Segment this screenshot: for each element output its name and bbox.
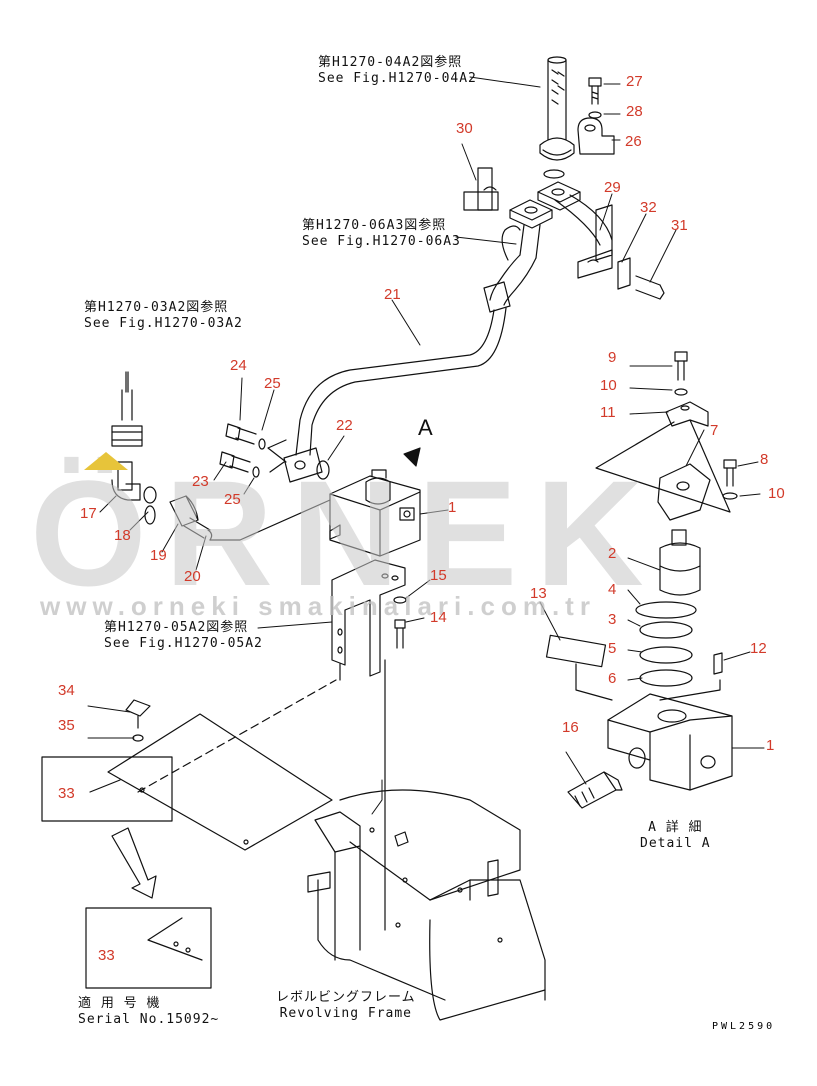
frame-caption-en: Revolving Frame xyxy=(279,1006,413,1021)
part-number-14: 14 xyxy=(430,609,447,626)
detail-a-caption-en: Detail A xyxy=(640,836,711,851)
part-number-7: 7 xyxy=(710,422,719,439)
part-number-33-serial: 33 xyxy=(98,947,115,964)
serial-caption-jp: 適 用 号 機 xyxy=(78,996,161,1011)
part-number-18: 18 xyxy=(114,527,131,544)
part-number-16: 16 xyxy=(562,719,579,736)
part-number-17: 17 xyxy=(80,505,97,522)
ref-fig-05a2-jp: 第H1270-05A2図参照 xyxy=(104,620,249,635)
ref-fig-06a3-jp: 第H1270-06A3図参照 xyxy=(302,218,447,233)
leader-lines xyxy=(87,76,765,815)
part-number-34: 34 xyxy=(58,682,75,699)
part-number-11: 11 xyxy=(600,404,616,421)
part-number-1-main: 1 xyxy=(448,499,457,516)
clamp-29-plate-32-bolt-31 xyxy=(577,204,665,300)
ref-fig-06a3: 第H1270-06A3図参照 See Fig.H1270-06A3 xyxy=(302,218,461,250)
ref-fig-05a2: 第H1270-05A2図参照 See Fig.H1270-05A2 xyxy=(104,620,263,652)
ref-fig-04a2-en: See Fig.H1270-04A2 xyxy=(318,71,477,86)
part-number-32: 32 xyxy=(640,199,657,216)
ref-fig-05a2-en: See Fig.H1270-05A2 xyxy=(104,636,263,651)
ref-fig-04a2: 第H1270-04A2図参照 See Fig.H1270-04A2 xyxy=(318,55,477,87)
bracket-14-15 xyxy=(331,559,407,931)
ref-fig-06a3-en: See Fig.H1270-06A3 xyxy=(302,234,461,249)
part-number-33-plate: 33 xyxy=(58,785,75,802)
part-number-25-lower: 25 xyxy=(224,491,241,508)
detail-a-caption: A 詳 細 Detail A xyxy=(640,820,711,852)
upper-pipe xyxy=(539,56,575,161)
part-number-27: 27 xyxy=(626,73,643,90)
part-number-29: 29 xyxy=(604,179,621,196)
part-number-22: 22 xyxy=(336,417,353,434)
part-number-28: 28 xyxy=(626,103,643,120)
pipe-end-flange xyxy=(283,447,330,483)
drawing-code: PWL2590 xyxy=(712,1021,776,1032)
part-number-3: 3 xyxy=(608,611,617,628)
part-number-5: 5 xyxy=(608,640,617,657)
fittings-17-to-20 xyxy=(111,371,331,541)
part-number-12: 12 xyxy=(750,640,767,657)
part-number-23: 23 xyxy=(192,473,209,490)
part-number-2: 2 xyxy=(608,545,617,562)
detail-a-caption-jp: A 詳 細 xyxy=(648,820,703,835)
clamp-plate-30 xyxy=(463,167,499,211)
ref-fig-04a2-jp: 第H1270-04A2図参照 xyxy=(318,55,463,70)
part-number-1-detail: 1 xyxy=(766,737,775,754)
part-number-8: 8 xyxy=(760,451,769,468)
watermark-logo: ÖRNEK xyxy=(30,449,662,617)
frame-caption: レボルビングフレーム Revolving Frame xyxy=(276,990,416,1022)
watermark-accent-icon xyxy=(84,452,128,470)
serial-caption: 適 用 号 機 Serial No.15092~ xyxy=(78,996,219,1028)
part-number-35: 35 xyxy=(58,717,75,734)
valve-block-1 xyxy=(329,447,421,557)
part-number-20: 20 xyxy=(184,568,201,585)
part-number-30: 30 xyxy=(456,120,473,137)
upper-flange-group xyxy=(509,169,613,259)
part-number-15: 15 xyxy=(430,567,447,584)
serial-caption-en: Serial No.15092~ xyxy=(78,1012,220,1027)
revolving-frame xyxy=(307,789,546,1021)
part-number-10-upper: 10 xyxy=(600,377,617,394)
part-number-4: 4 xyxy=(608,581,617,598)
bolt-27-washer-28-clamp-26 xyxy=(577,77,615,155)
bolts-23-24-washers-25 xyxy=(219,423,287,478)
part-number-26: 26 xyxy=(625,133,642,150)
watermark-url: www.orneki smakinalari.com.tr xyxy=(40,591,596,621)
part-number-19: 19 xyxy=(150,547,167,564)
ref-fig-03a2: 第H1270-03A2図参照 See Fig.H1270-03A2 xyxy=(84,300,243,332)
frame-caption-jp: レボルビングフレーム xyxy=(276,990,416,1005)
part-number-10-lower: 10 xyxy=(768,485,785,502)
ref-fig-03a2-en: See Fig.H1270-03A2 xyxy=(84,316,243,331)
part-number-21: 21 xyxy=(384,286,401,303)
view-marker-a: A xyxy=(418,415,434,440)
cover-plate-33 xyxy=(41,679,337,851)
part-number-24: 24 xyxy=(230,357,247,374)
part-number-9: 9 xyxy=(608,349,617,366)
ref-fig-03a2-jp: 第H1270-03A2図参照 xyxy=(84,300,229,315)
part-number-31: 31 xyxy=(671,217,688,234)
pipe-21 xyxy=(295,225,537,456)
part-number-6: 6 xyxy=(608,670,617,687)
part-number-25-upper: 25 xyxy=(264,375,281,392)
part-number-13: 13 xyxy=(530,585,547,602)
serial-detail-box xyxy=(85,827,212,989)
detail-a-drawing xyxy=(545,351,738,809)
